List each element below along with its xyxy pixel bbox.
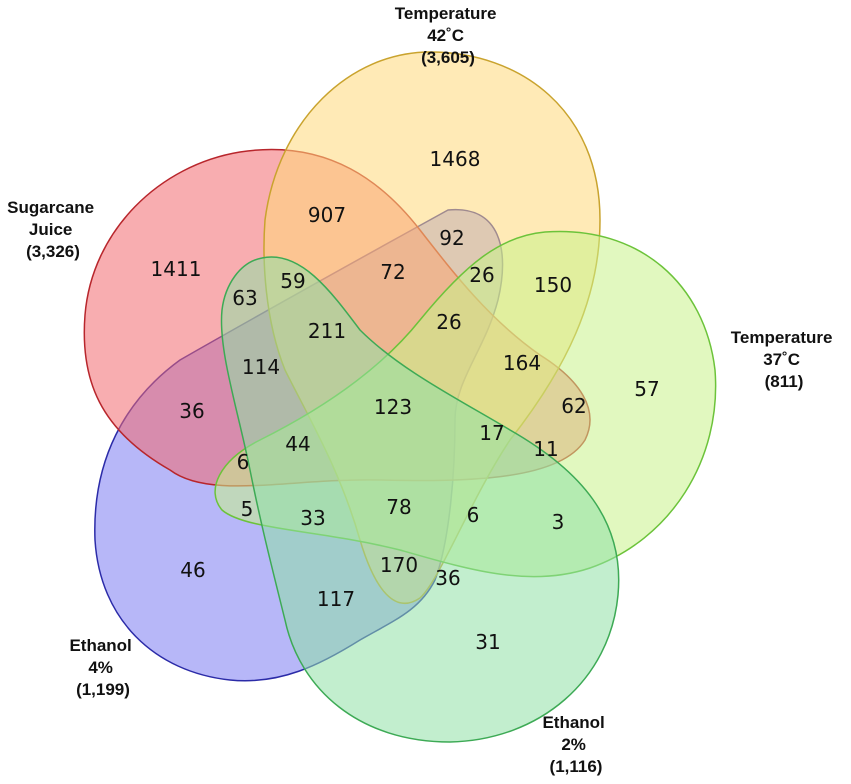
- region-count: 211: [308, 319, 346, 343]
- label-ethanol4-line1: Ethanol: [69, 636, 131, 655]
- label-sugarcane-line2: Juice: [29, 220, 72, 239]
- set-ethanol2: [220, 256, 620, 743]
- label-temp37-line2: 37˚C: [763, 350, 800, 369]
- region-count: 117: [317, 587, 355, 611]
- region-count: 1468: [430, 147, 481, 171]
- region-count: 46: [180, 558, 205, 582]
- region-count: 6: [467, 503, 480, 527]
- region-count: 11: [533, 437, 558, 461]
- region-count: 123: [374, 395, 412, 419]
- label-ethanol4-line2: 4%: [88, 658, 113, 677]
- region-count: 36: [435, 566, 460, 590]
- region-count: 57: [634, 377, 659, 401]
- label-temp37-line3: (811): [765, 372, 804, 391]
- label-ethanol4: Ethanol 4% (1,199): [69, 636, 136, 699]
- region-count: 26: [436, 310, 461, 334]
- label-temp42-line2: 42˚C: [427, 26, 464, 45]
- region-count: 3: [552, 510, 565, 534]
- region-count: 6: [237, 450, 250, 474]
- region-count: 33: [300, 506, 325, 530]
- label-temp42-line1: Temperature: [395, 4, 497, 23]
- region-count: 59: [280, 269, 305, 293]
- label-temp42-line3: (3,605): [421, 48, 475, 67]
- region-count: 72: [380, 260, 405, 284]
- region-count: 5: [241, 497, 254, 521]
- region-count: 31: [475, 630, 500, 654]
- region-count: 150: [534, 273, 572, 297]
- label-ethanol4-line3: (1,199): [76, 680, 130, 699]
- label-sugarcane: Sugarcane Juice (3,326): [7, 198, 99, 261]
- region-count: 1411: [151, 257, 202, 281]
- region-count: 164: [503, 351, 541, 375]
- label-ethanol2-line1: Ethanol: [542, 713, 604, 732]
- region-count: 17: [479, 421, 504, 445]
- region-count: 78: [386, 495, 411, 519]
- region-count: 36: [179, 399, 204, 423]
- region-count: 92: [439, 226, 464, 250]
- label-temp37: Temperature 37˚C (811): [731, 328, 837, 391]
- label-temp37-line1: Temperature: [731, 328, 833, 347]
- region-count: 26: [469, 263, 494, 287]
- region-count: 907: [308, 203, 346, 227]
- label-temp42: Temperature 42˚C (3,605): [395, 4, 501, 67]
- label-sugarcane-line3: (3,326): [26, 242, 80, 261]
- region-count: 114: [242, 355, 280, 379]
- label-ethanol2: Ethanol 2% (1,116): [542, 713, 609, 776]
- region-count: 44: [285, 432, 310, 456]
- region-count: 63: [232, 286, 257, 310]
- region-count: 62: [561, 394, 586, 418]
- label-ethanol2-line2: 2%: [561, 735, 586, 754]
- ethanol2-shape: [220, 256, 620, 743]
- region-count: 170: [380, 553, 418, 577]
- label-ethanol2-line3: (1,116): [550, 757, 603, 776]
- label-sugarcane-line1: Sugarcane: [7, 198, 94, 217]
